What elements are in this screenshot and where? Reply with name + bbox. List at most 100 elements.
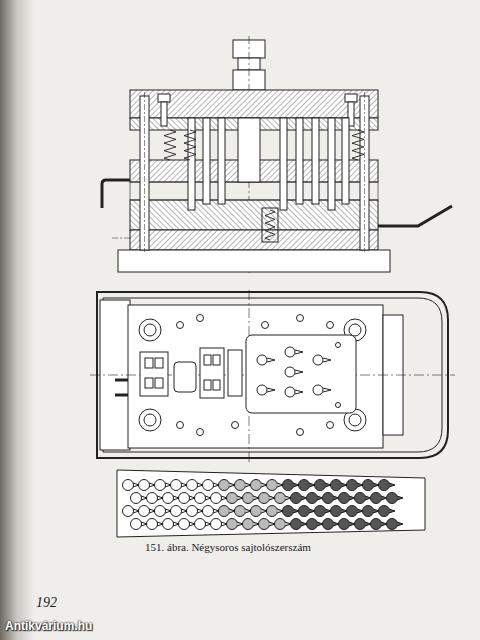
blank-shape [211,493,222,504]
blank-shape [259,493,270,504]
strip-layout [117,470,425,537]
blank-shape [139,506,150,517]
punch-hole [204,355,211,365]
blank-tip [397,496,403,500]
plan-view [90,290,455,462]
screw-head [158,94,170,102]
screw-hole [177,322,184,329]
blanking-tip [295,390,303,394]
spring [184,130,196,160]
punch [218,118,225,204]
stop-pin [115,394,128,397]
blank-shape [155,506,166,517]
blank-shape [195,493,206,504]
blank-tip [389,483,395,487]
punch-block [140,352,168,396]
screw-hole [232,422,239,429]
blank-shape [307,493,318,504]
blank-shape [131,493,142,504]
blank-shape [275,519,286,530]
punch-hole [145,378,153,388]
spring [164,130,176,160]
punch [296,118,303,204]
blank-shape [339,493,350,504]
punch [312,118,319,204]
punch [203,118,210,204]
blanking-tip [267,388,275,392]
punch-hole [145,358,153,368]
blanking-tip [295,370,303,374]
spring [352,130,364,160]
sheet-strip [117,470,425,537]
blank-shape [315,506,326,517]
blank-shape [123,506,134,517]
guide-hole [349,324,361,336]
blank-shape [243,493,254,504]
blank-shape [267,480,278,491]
blank-shape [227,493,238,504]
blank-shape [131,519,142,530]
blanking-tip [323,388,331,392]
center-line [364,92,365,252]
blanking-hole [313,355,323,365]
blanking-tip [323,358,331,362]
spring [265,210,275,240]
guide-hole [144,324,156,336]
blank-shape [291,493,302,504]
blank-shape [187,506,198,517]
blank-shape [251,480,262,491]
blank-shape [187,480,198,491]
blanking-tip [295,350,303,354]
blank-shape [315,480,326,491]
blanking-hole [257,355,267,365]
blank-shape [251,506,262,517]
blank-shape [227,519,238,530]
screw-shank [161,102,167,126]
screw-hole [327,322,334,329]
blank-shape [275,493,286,504]
blank-shape [139,480,150,491]
blanking-hole [257,385,267,395]
blank-shape [291,519,302,530]
blank-shape [219,506,230,517]
blank-shape [155,480,166,491]
punch-hole [204,380,211,390]
blanking-insert [246,335,356,413]
die-plan-plate [128,305,383,448]
pin-hole [336,343,341,348]
blank-shape [235,506,246,517]
punch [342,118,349,204]
punch [328,118,335,210]
blank-shape [283,480,294,491]
page-number: 192 [36,595,57,611]
blank-shape [331,506,342,517]
blanking-hole [285,387,295,397]
blank-shape [195,519,206,530]
center-line [144,92,145,252]
screw-hole [297,429,304,436]
blank-shape [307,519,318,530]
blank-shape [387,493,398,504]
blank-shape [387,519,398,530]
blank-shape [331,480,342,491]
punch-block [228,350,242,396]
blank-shape [299,506,310,517]
blank-shape [147,519,158,530]
die-plate [130,200,378,230]
blank-shape [299,480,310,491]
blank-shape [235,480,246,491]
screw-hole [197,315,204,322]
blank-tip [389,509,395,513]
blank-shape [283,506,294,517]
blank-shape [163,519,174,530]
blanking-hole [285,347,295,357]
blank-shape [355,519,366,530]
blank-shape [219,480,230,491]
blank-shape [363,506,374,517]
punch-block [200,348,224,398]
blank-shape [211,519,222,530]
blank-shape [123,480,134,491]
figure-caption: 151. ábra. Négysoros sajtolószerszám [145,541,311,553]
